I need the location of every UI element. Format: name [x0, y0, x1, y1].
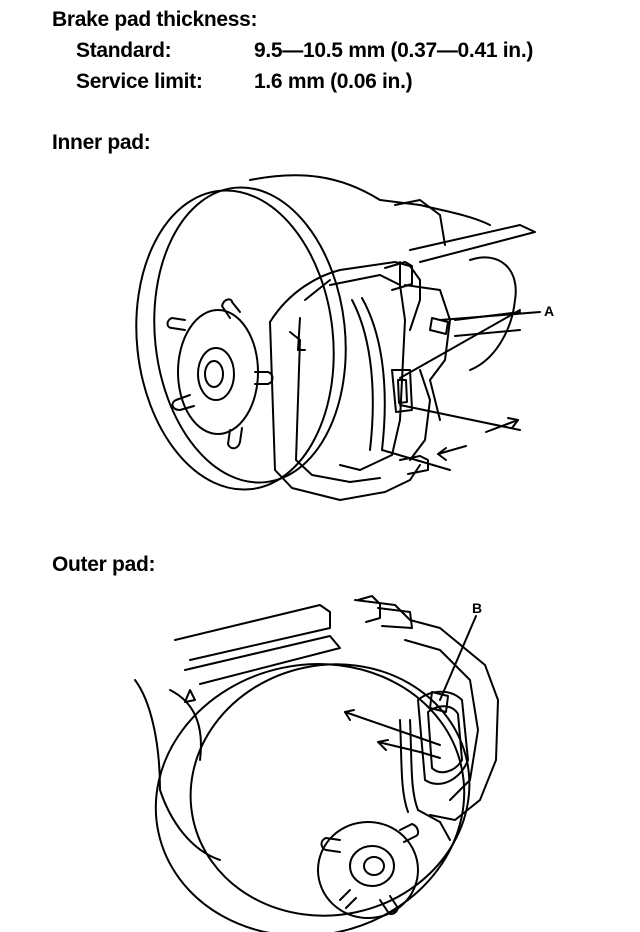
inner-pad-title: Inner pad: — [52, 131, 151, 154]
standard-label: Standard: — [76, 39, 172, 62]
service-limit-value: 1.6 mm (0.06 in.) — [254, 70, 413, 93]
service-limit-label: Service limit: — [76, 70, 203, 93]
spec-heading: Brake pad thickness: — [52, 8, 258, 31]
callout-b: B — [472, 600, 483, 616]
standard-value: 9.5—10.5 mm (0.37—0.41 in.) — [254, 39, 534, 62]
callout-a: A — [544, 303, 555, 319]
outer-pad-title: Outer pad: — [52, 553, 156, 576]
